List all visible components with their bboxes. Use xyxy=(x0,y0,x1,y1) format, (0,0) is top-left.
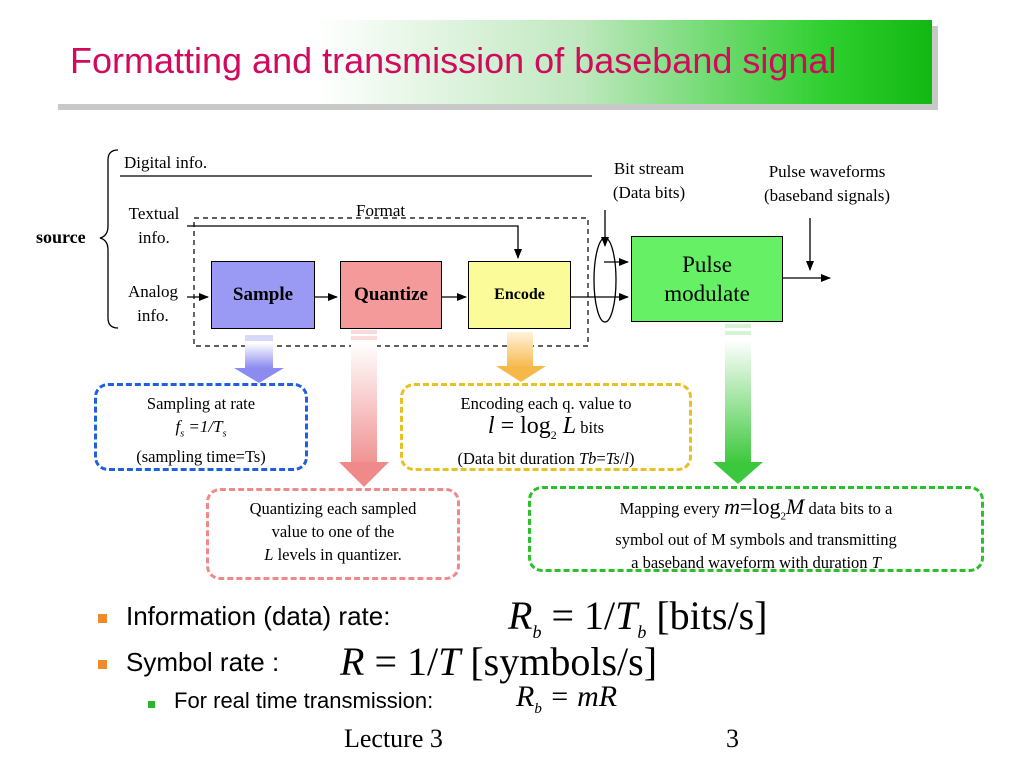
source-brace xyxy=(99,149,119,329)
symbol-rate-text: Symbol rate : xyxy=(126,647,280,677)
sampling-formula: fs =1/Ts xyxy=(175,417,227,440)
encode-block: Encode xyxy=(468,261,571,329)
mapping-note: Mapping every m=log2M data bits to a sym… xyxy=(528,486,984,572)
info-rate-text: Information (data) rate: xyxy=(126,601,391,631)
pulse-waveforms-label: Pulse waveforms(baseband signals) xyxy=(763,162,891,205)
page-number: 3 xyxy=(726,724,739,753)
real-time-text: For real time transmission: xyxy=(174,688,434,713)
quantize-block: Quantize xyxy=(340,261,442,329)
encode-down-arrow xyxy=(496,332,546,382)
sampling-note: Sampling at rate fs =1/Ts (sampling time… xyxy=(94,383,308,471)
footer-lecture: Lecture 3 xyxy=(344,724,443,753)
symbol-rate-formula: R = 1/T [symbols/s] xyxy=(340,639,658,684)
format-label: Format xyxy=(356,201,406,220)
quantizing-note: Quantizing each sampled value to one of … xyxy=(206,488,460,580)
info-rate-formula: Rb = 1/Tb [bits/s] xyxy=(508,593,768,642)
pulse-down-arrow xyxy=(713,324,763,484)
real-time-formula: Rb = mR xyxy=(516,680,618,717)
bullet-marker xyxy=(98,660,107,669)
mapping-formula: m=log2M xyxy=(724,494,805,523)
sample-block: Sample xyxy=(211,261,315,329)
sub-bullet-marker xyxy=(148,701,155,708)
slide-title: Formatting and transmission of baseband … xyxy=(70,40,837,81)
source-label: source xyxy=(36,227,86,247)
encoding-formula: l = log2 L xyxy=(487,413,577,442)
encoding-note: Encoding each q. value to l = log2 L bit… xyxy=(400,383,692,471)
digital-info-label: Digital info. xyxy=(124,153,208,172)
title-banner xyxy=(52,20,932,104)
quantize-down-arrow xyxy=(339,330,389,487)
sample-down-arrow xyxy=(234,335,284,383)
bullet-marker xyxy=(98,614,107,623)
textual-line xyxy=(187,225,522,259)
bit-stream-label: Bit stream(Data bits) xyxy=(612,159,686,202)
bitstream-ellipse xyxy=(593,237,617,323)
